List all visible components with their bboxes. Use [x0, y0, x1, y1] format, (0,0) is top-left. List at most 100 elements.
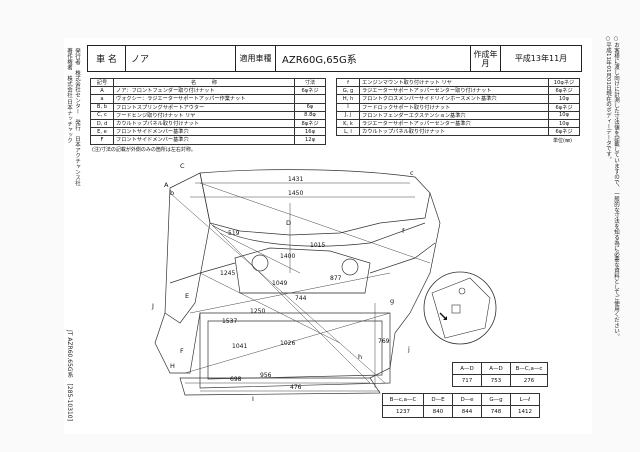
point-label: C: [180, 163, 185, 170]
header-cell: A—D: [452, 362, 482, 375]
maker-label: 車 名: [88, 46, 126, 71]
publisher-text: 発行者 株式会社センター 発行 日本アクチャンス社: [74, 48, 80, 186]
dim-label: 877: [330, 275, 342, 282]
document-code: JT AZR60.65G系 [285-10310]: [66, 330, 73, 421]
model-label: 適用車種: [236, 46, 276, 71]
table-cell: エンジンマウント取り付けナット リヤ: [359, 77, 549, 88]
table-cell: 6φネジ: [548, 127, 580, 137]
dimension-lines: [169, 182, 431, 392]
table-cell: 10φネジ: [548, 77, 580, 88]
point-label: c: [410, 169, 414, 177]
header-cell: 記号: [90, 77, 114, 88]
header-cell: B—c,a—C: [382, 393, 424, 406]
point-label: H: [170, 362, 175, 370]
table-cell: I: [336, 102, 360, 112]
header-cell: D—E: [423, 393, 453, 406]
table-cell: L, l: [336, 127, 360, 137]
table-cell: 10φ: [548, 118, 580, 129]
table-cell: 10φ: [548, 94, 580, 104]
header-cell: A—D: [481, 362, 511, 375]
table-cell: [294, 94, 326, 104]
table-cell: フードヒンジ取り付けナット リヤ: [113, 110, 295, 120]
point-label: F: [180, 347, 184, 355]
symmetry-note: (注)寸法の記載が外側のみの箇所は左右対称。: [92, 147, 196, 153]
point-label: j: [407, 345, 410, 353]
table-cell: ノア：フロントフェンダー取り付けナット: [113, 86, 295, 96]
dim-label: 476: [290, 384, 302, 391]
table-cell: フロントスプリングサポートアウター: [113, 102, 295, 112]
unit-note: 単位(㎜): [553, 138, 572, 144]
point-label: I: [252, 395, 254, 403]
header-cell: B—C,a—c: [510, 362, 548, 375]
header-cell: D—e: [452, 393, 482, 406]
table-cell: ヴォクシー：ラジエーターサポートアッパー作業ナット: [113, 94, 295, 104]
header-bar: 車 名 ノア 適用車種 AZR60G,65G系 作成年月 平成13年11月: [87, 45, 582, 72]
table-cell: 1237: [382, 405, 424, 418]
table-cell: 16φ: [294, 127, 326, 137]
table-cell: K, k: [336, 118, 360, 129]
dimension-labels: 1431 1450 519 1015 1400 1245 1049 744 87…: [220, 176, 390, 391]
header-cell: L—ℓ: [510, 393, 540, 406]
dim-label: 1250: [250, 308, 265, 315]
table-cell: A: [90, 86, 114, 96]
date-label: 作成年月: [471, 46, 501, 71]
point-label: A: [164, 181, 169, 189]
frame-outline: [154, 169, 441, 396]
table-cell: ラジエーターサポートアッパーセンター基準穴: [359, 118, 549, 129]
maker-value: ノア: [126, 46, 236, 71]
table-cell: 753: [481, 374, 511, 387]
table-cell: フロントサイドメンバー基準穴: [113, 127, 295, 137]
table-cell: 1412: [510, 405, 540, 418]
dim-label: 698: [230, 376, 242, 383]
point-label: g: [390, 297, 394, 305]
dim-label: 769: [378, 338, 390, 345]
dim-label: 1049: [272, 280, 287, 287]
dim-label: 519: [228, 230, 240, 237]
copyright-text: 著作権者 株式会社 日本ナッチャック: [66, 48, 72, 144]
table-cell: 6φネジ: [548, 86, 580, 96]
dim-label: 1450: [288, 190, 303, 197]
table-cell: 717: [452, 374, 482, 387]
date-value: 平成13年11月: [514, 54, 568, 63]
table-cell: 12φ: [294, 135, 326, 145]
table-cell: J, j: [336, 110, 360, 120]
dim-label: 1537: [222, 318, 237, 325]
body-frame-diagram: 1431 1450 519 1015 1400 1245 1049 744 87…: [151, 163, 497, 403]
table-cell: カウルトップパネル取り付けナット: [113, 118, 295, 129]
table-cell: ラジエーターサポートアッパーセンター取り付けナット: [359, 86, 549, 96]
table-cell: 6φネジ: [294, 86, 326, 96]
table-cell: 8.8φ: [294, 110, 326, 120]
point-labels: A b C c D f E J F H I j g h: [151, 163, 414, 403]
table-cell: 8φネジ: [294, 118, 326, 129]
table-cell: フードロックサポート取り付けナット: [359, 102, 549, 112]
right-note-1: ○平成11年01月01日現在のボディーデータです。: [605, 36, 611, 162]
table-header-row: B—c,a—C D—E D—e G—g L—ℓ: [382, 393, 540, 406]
dim-label: 1026: [280, 340, 295, 347]
right-note-2: ○お客様に渡し向けに計測した寸法値を記載していますので、一般的な寸法を知る為に必…: [613, 36, 619, 339]
table-row: 717 753 276: [452, 374, 548, 387]
table-cell: カウルトップパネル取り付けナット: [359, 127, 549, 137]
dim-label: 1400: [280, 253, 295, 260]
table-cell: フロントクロスメンバーサイドリインホースメント基準穴: [359, 94, 549, 104]
table-cell: C, c: [90, 110, 114, 120]
dimension-table-2: B—c,a—C D—E D—e G—g L—ℓ 1237 840 844 748…: [382, 393, 540, 418]
table-cell: フロントサイドメンバー基準穴: [113, 135, 295, 145]
table-cell: 6φネジ: [548, 102, 580, 112]
point-label: J: [151, 302, 154, 310]
table-cell: F: [90, 135, 114, 145]
table-cell: H, h: [336, 94, 360, 104]
detail-inset: [423, 271, 497, 345]
dim-label: 1431: [288, 176, 303, 183]
